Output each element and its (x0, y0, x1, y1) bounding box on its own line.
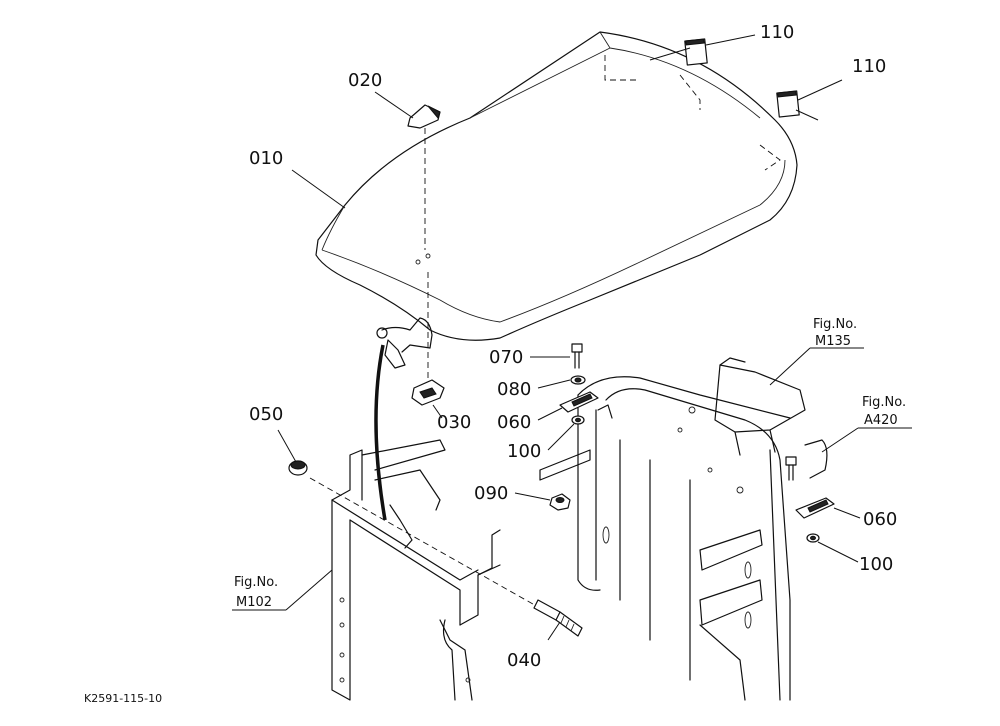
bolt-070 (571, 343, 583, 369)
callout-020: 020 (348, 70, 382, 91)
gas-strut (374, 344, 387, 521)
callout-010: 010 (249, 148, 283, 169)
callout-100-lower: 100 (859, 554, 893, 575)
callout-070: 070 (489, 347, 523, 368)
fig-ref-a420-number: A420 (864, 413, 898, 428)
fig-ref-m135-label: Fig.No. (813, 317, 857, 332)
callout-030: 030 (437, 412, 471, 433)
spring-060-lower (795, 497, 835, 519)
pad-110-lower (776, 90, 800, 118)
callout-040: 040 (507, 650, 541, 671)
fig-ref-m102-number: M102 (236, 595, 272, 610)
callout-090: 090 (474, 483, 508, 504)
callouts: 020 010 030 050 040 070 080 060 100 090 … (249, 22, 897, 671)
nut-090 (549, 493, 571, 511)
washer-080 (570, 375, 586, 385)
clip-030 (411, 272, 445, 406)
callout-050: 050 (249, 404, 283, 425)
leader-lines (232, 34, 912, 641)
drawing-code: K2591-115-10 (84, 692, 162, 705)
spring-060-upper (559, 391, 599, 413)
callout-080: 080 (497, 379, 531, 400)
right-bracket-a420 (785, 439, 828, 481)
washer-100-upper (571, 415, 585, 425)
washer-100-lower (806, 533, 820, 543)
fig-ref-m102: Fig.No. M102 (234, 575, 278, 610)
left-bracket-frame (331, 439, 501, 701)
fig-ref-m135-number: M135 (815, 334, 851, 349)
pad-110-upper (684, 38, 708, 66)
bolt-040 (309, 477, 583, 637)
fig-ref-a420: Fig.No. A420 (862, 395, 906, 428)
right-frame (539, 357, 806, 701)
hood-arm (376, 317, 433, 369)
callout-110-upper: 110 (760, 22, 794, 43)
fig-ref-m102-label: Fig.No. (234, 575, 278, 590)
fig-ref-a420-label: Fig.No. (862, 395, 906, 410)
hood-canopy (315, 31, 798, 341)
fig-ref-m135: Fig.No. M135 (813, 317, 857, 349)
latch-020 (407, 104, 441, 250)
callout-060-upper: 060 (497, 412, 531, 433)
cushion-050 (288, 460, 308, 476)
callout-110-lower: 110 (852, 56, 886, 77)
callout-100-upper: 100 (507, 441, 541, 462)
callout-060-lower: 060 (863, 509, 897, 530)
